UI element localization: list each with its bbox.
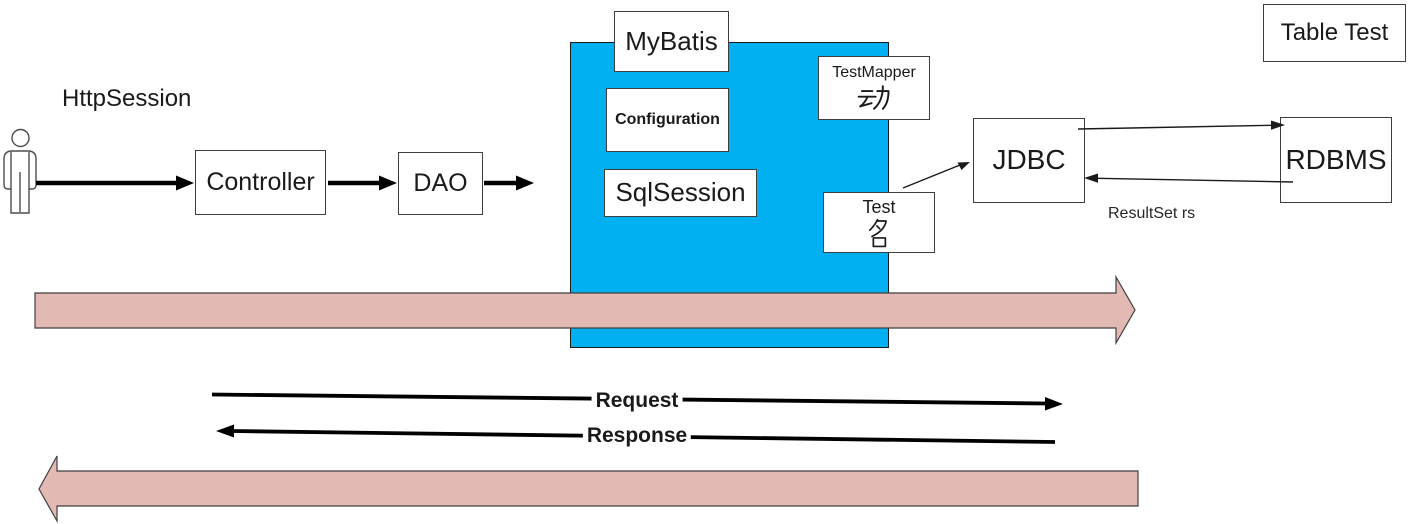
jdbc-label: JDBC [992,144,1066,176]
resultset-label: ResultSet rs [1108,205,1196,222]
jdbc-box: JDBC [973,118,1085,203]
test-box: Test 名 [823,192,935,253]
controller-box: Controller [195,150,326,215]
testmapper-label: TestMapper [832,63,916,81]
sqlsession-label: SqlSession [615,177,746,208]
char-ming-icon [868,219,887,248]
configuration-label: Configuration [615,110,720,128]
sqlsession-box: SqlSession [604,169,757,217]
rdbms-box: RDBMS [1280,117,1392,203]
pink-flow-arrow-left [38,455,1139,524]
request-label: Request [591,389,683,413]
testmapper-box: TestMapper 动 [818,56,930,120]
dao-label: DAO [413,169,468,198]
dao-box: DAO [398,152,483,215]
mybatis-box: MyBatis [614,11,729,72]
mybatis-label: MyBatis [625,25,718,56]
person-icon [3,128,37,214]
response-label: Response [582,424,692,448]
test-label: Test [862,196,896,217]
httpsession-label: HttpSession [62,85,192,112]
controller-label: Controller [206,168,315,197]
configuration-box: Configuration [606,88,729,152]
char-dong-icon [857,85,890,110]
jdbc-connectors [902,120,1294,189]
table-test-box: Table Test [1263,4,1406,62]
rdbms-label: RDBMS [1285,143,1387,175]
table-test-label: Table Test [1280,19,1389,47]
